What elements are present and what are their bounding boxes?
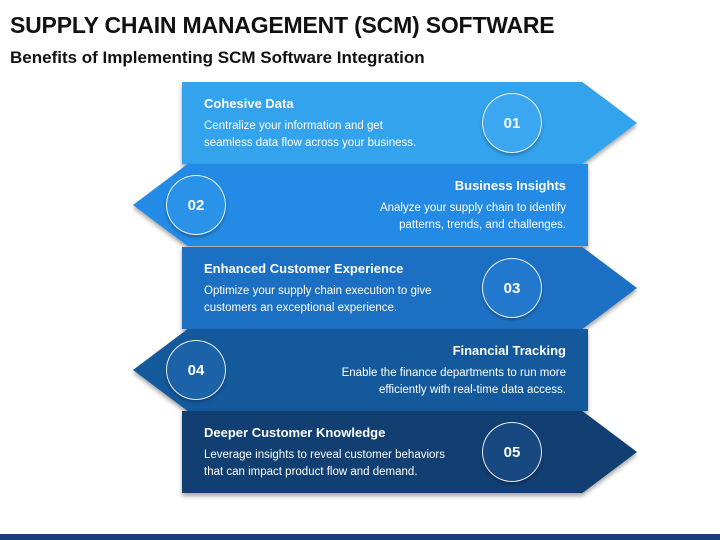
step-01-arrow-shape [182, 82, 637, 164]
step-04-arrow: Financial Tracking Enable the finance de… [133, 329, 588, 411]
step-02-text: Business Insights Analyze your supply ch… [380, 178, 566, 234]
step-02-number-badge: 02 [166, 175, 226, 235]
step-02-desc-line-1: Analyze your supply chain to identify [379, 202, 566, 214]
step-05-text: Deeper Customer Knowledge Leverage insig… [204, 425, 445, 481]
step-04-title: Financial Tracking [452, 343, 566, 358]
step-03-number-badge: 03 [482, 258, 542, 318]
step-05-desc-line-1: Leverage insights to reveal customer beh… [204, 449, 445, 461]
step-05-title: Deeper Customer Knowledge [204, 425, 386, 440]
step-03-desc-line-2: customers an exceptional experience. [204, 302, 398, 314]
step-02-arrow: Business Insights Analyze your supply ch… [133, 164, 588, 246]
step-05-arrow: Deeper Customer Knowledge Leverage insig… [182, 411, 637, 493]
step-01-arrow: Cohesive Data Centralize your informatio… [182, 82, 637, 164]
step-04-desc-line-2: efficiently with real-time data access. [378, 384, 566, 396]
step-05-number-badge: 05 [482, 422, 542, 482]
step-02-title: Business Insights [454, 178, 566, 193]
step-03-arrow: Enhanced Customer Experience Optimize yo… [182, 247, 637, 329]
page-title: SUPPLY CHAIN MANAGEMENT (SCM) SOFTWARE [10, 12, 555, 38]
page-subtitle: Benefits of Implementing SCM Software In… [10, 48, 425, 67]
step-03-arrow-shape [182, 247, 637, 329]
step-01-title: Cohesive Data [204, 96, 294, 111]
footer-bar [0, 534, 720, 540]
step-01-desc-line-2: seamless data flow across your business. [204, 137, 417, 149]
step-05-desc-line-2: that can impact product flow and demand. [204, 466, 418, 478]
step-01-number-badge: 01 [482, 93, 542, 153]
step-03-title: Enhanced Customer Experience [204, 261, 404, 276]
step-04-desc-line-1: Enable the finance departments to run mo… [341, 367, 566, 379]
step-02-desc-line-2: patterns, trends, and challenges. [399, 219, 566, 231]
step-04-number-badge: 04 [166, 340, 226, 400]
step-03-desc-line-1: Optimize your supply chain execution to … [204, 285, 432, 297]
step-01-text: Cohesive Data Centralize your informatio… [204, 96, 416, 152]
step-03-text: Enhanced Customer Experience Optimize yo… [204, 261, 432, 317]
step-01-desc-line-1: Centralize your information and get [204, 120, 383, 132]
step-04-text: Financial Tracking Enable the finance de… [342, 343, 566, 399]
step-05-arrow-shape [182, 411, 637, 493]
